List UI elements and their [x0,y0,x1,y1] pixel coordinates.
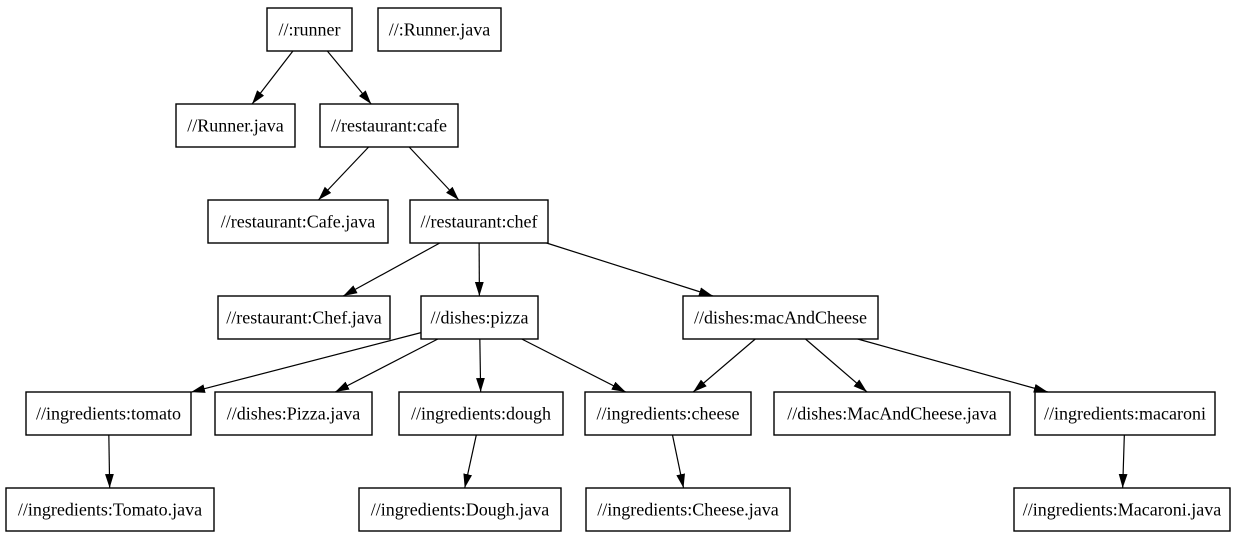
node-box [25,391,192,436]
graph-node-pizza-java: //dishes:Pizza.java [214,391,373,436]
graph-edge-mac-and-cheese-to-macaroni [857,338,1049,393]
node-box [409,199,549,244]
graph-edge-cheese-to-cheese-java [671,434,685,489]
node-label: //dishes:macAndCheese [694,308,867,328]
node-label: //ingredients:cheese [597,404,740,424]
node-label: //ingredients:Macaroni.java [1023,500,1221,520]
graph-edge-runner-to-runner-java [251,50,294,105]
graph-edge-chef-to-mac-and-cheese [546,242,714,297]
graph-node-macaroni-java: //ingredients:Macaroni.java [1013,487,1231,532]
graph-edge-mac-and-cheese-to-mac-and-cheese-java [805,338,868,393]
nodes-layer: //:runner //:Runner.java //Runner.java //re… [5,7,1231,532]
node-box [319,103,459,148]
node-label: //ingredients:macaroni [1044,404,1206,424]
graph-edge-pizza-to-tomato [190,332,422,393]
node-box [584,391,752,436]
node-label: //ingredients:Cheese.java [597,500,778,520]
node-label: //dishes:pizza [431,308,529,328]
node-label: //ingredients:Dough.java [371,500,549,520]
node-label: //ingredients:tomato [36,404,181,424]
graph-node-mac-and-cheese-java: //dishes:MacAndCheese.java [773,391,1011,436]
graph-edge-mac-and-cheese-to-cheese [692,338,756,393]
node-label: //dishes:MacAndCheese.java [787,404,996,424]
graph-edge-pizza-to-dough [476,338,485,393]
node-box [214,391,373,436]
graph-node-runner: //:runner [266,7,353,52]
node-label: //restaurant:cafe [331,116,447,136]
graph-node-pizza: //dishes:pizza [420,295,539,340]
graph-edge-chef-to-chef-java [342,242,441,297]
node-label: //:runner [279,20,341,40]
graph-node-runner-java: //Runner.java [175,103,296,148]
graph-node-mac-and-cheese: //dishes:macAndCheese [682,295,879,340]
graph-edge-tomato-to-tomato-java [105,434,114,489]
node-label: //Runner.java [187,116,283,136]
node-box [398,391,564,436]
node-box [5,487,215,532]
graph-node-cheese-java: //ingredients:Cheese.java [585,487,791,532]
node-label: //dishes:Pizza.java [227,404,360,424]
graph-edge-macaroni-to-macaroni-java [1118,434,1128,489]
node-label: //restaurant:Chef.java [226,308,381,328]
graph-edge-runner-to-cafe [326,50,372,105]
graph-node-tomato: //ingredients:tomato [25,391,192,436]
node-label: //:Runner.java [389,20,490,40]
graph-edge-cafe-to-cafe-java [317,146,370,201]
node-label: //ingredients:dough [411,404,551,424]
graph-node-chef-java: //restaurant:Chef.java [217,295,391,340]
graph-node-chef: //restaurant:chef [409,199,549,244]
edges-layer [105,50,1128,489]
node-label: //ingredients:Tomato.java [18,500,202,520]
graph-node-tomato-java: //ingredients:Tomato.java [5,487,215,532]
graph-node-cheese: //ingredients:cheese [584,391,752,436]
graph-edge-dough-to-dough-java [463,434,477,489]
graph-node-runner-java-root: //:Runner.java [377,7,502,52]
node-box [585,487,791,532]
node-box [358,487,562,532]
node-box [377,7,502,52]
graph-node-cafe-java: //restaurant:Cafe.java [207,199,389,244]
node-box [266,7,353,52]
graph-node-dough-java: //ingredients:Dough.java [358,487,562,532]
node-label: //restaurant:chef [421,212,538,232]
graph-node-macaroni: //ingredients:macaroni [1034,391,1216,436]
graph-node-dough: //ingredients:dough [398,391,564,436]
graph-node-cafe: //restaurant:cafe [319,103,459,148]
node-box [1013,487,1231,532]
node-box [217,295,391,340]
node-box [1034,391,1216,436]
node-box [175,103,296,148]
node-box [682,295,879,340]
node-box [773,391,1011,436]
graph-edge-pizza-to-pizza-java [334,338,439,393]
graph-edge-cafe-to-chef [408,146,460,201]
node-box [207,199,389,244]
node-box [420,295,539,340]
node-label: //restaurant:Cafe.java [221,212,375,232]
graph-edge-pizza-to-cheese [521,338,627,393]
